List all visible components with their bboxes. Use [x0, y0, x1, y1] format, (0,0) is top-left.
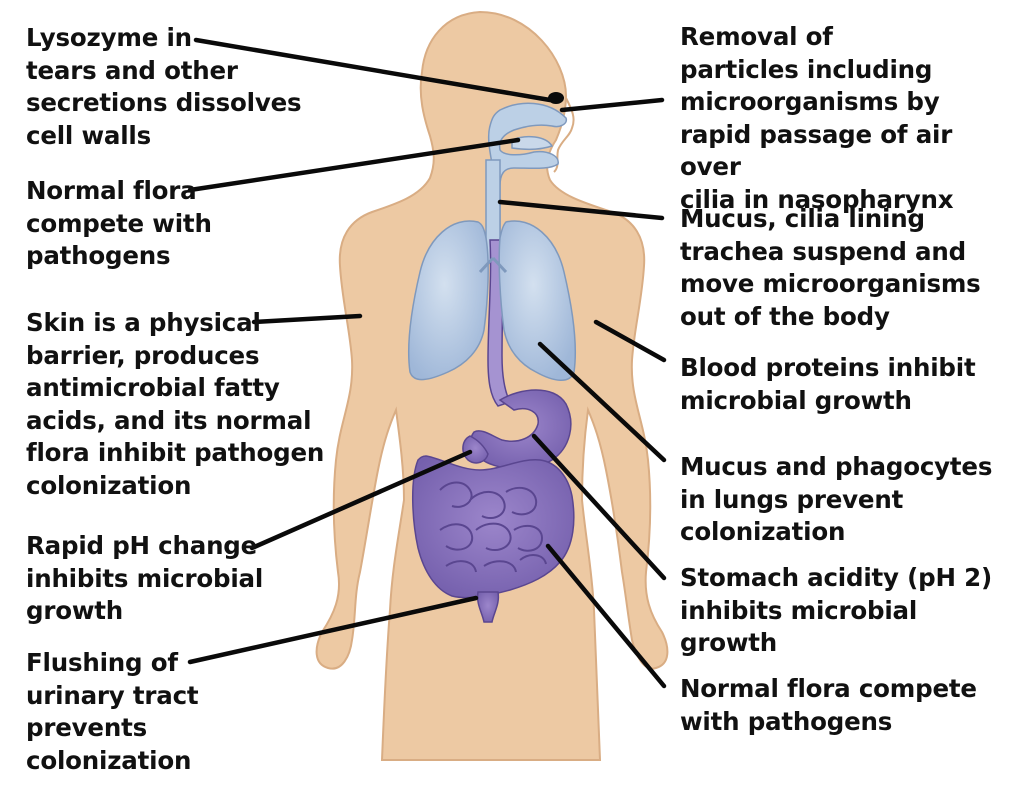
left-lung [408, 220, 489, 381]
tongue [511, 135, 554, 151]
leader-normal-flora-mouth [187, 137, 521, 193]
leader-urinary [187, 595, 479, 665]
small-intestine-coils [439, 481, 547, 573]
urinary-tract [476, 591, 500, 623]
label-skin-barrier: Skin is a physical barrier, produces ant… [26, 308, 325, 500]
leader-particles [559, 97, 665, 113]
label-lysozyme: Lysozyme in tears and other secretions d… [26, 23, 302, 150]
leader-lung-mucus [537, 341, 667, 463]
bronchi [478, 256, 508, 274]
label-blood-proteins: Blood proteins inhibit microbial growth [680, 353, 976, 415]
label-urinary-flushing: Flushing of urinary tract prevents colon… [26, 648, 199, 775]
leader-skin [251, 313, 363, 325]
label-rapid-ph: Rapid pH change inhibits microbial growt… [26, 531, 264, 625]
label-stomach-acidity: Stomach acidity (pH 2) inhibits microbia… [680, 563, 992, 657]
label-lung-mucus: Mucus and phagocytes in lungs prevent co… [680, 452, 993, 546]
leader-stomach [531, 433, 667, 581]
label-particle-removal: Removal of particles including microorga… [680, 22, 954, 214]
label-normal-flora-gut: Normal flora compete with pathogens [680, 674, 977, 736]
leader-blood [593, 319, 667, 363]
right-lung [498, 220, 576, 381]
duodenum [462, 435, 489, 464]
leader-gut-flora [545, 543, 667, 689]
leader-lines [187, 37, 667, 689]
label-trachea-mucus: Mucus, cilia lining trachea suspend and … [680, 204, 981, 331]
leader-lysozyme [193, 37, 553, 103]
leader-trachea [497, 199, 665, 221]
label-normal-flora-mouth: Normal flora compete with pathogens [26, 176, 212, 270]
leader-rapid-ph [249, 449, 473, 551]
